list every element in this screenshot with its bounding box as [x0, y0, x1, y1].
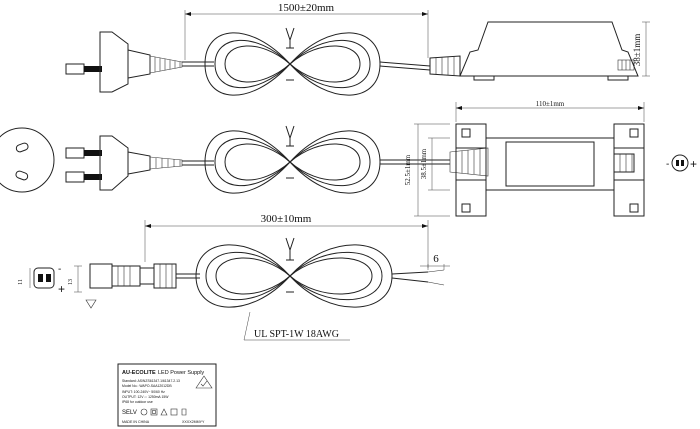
plug-body-top	[99, 135, 129, 191]
label-selv: SELV	[122, 410, 137, 416]
dc-plus-label: +	[58, 282, 65, 296]
output-cable-length-dimension: 300±10mm	[261, 213, 312, 225]
output-cable-view: 11 - + 13	[18, 213, 450, 341]
cable-coil-bottom	[195, 237, 393, 308]
certification-mark-icon	[195, 375, 213, 389]
symbol-transformer-icon	[170, 408, 178, 416]
middle-top-view: 110±1mm 52.5±1mm 38.5±1mm - +	[0, 100, 697, 217]
plug-pin	[84, 66, 102, 72]
plug-body	[99, 31, 129, 93]
symbol-warning-icon	[160, 408, 168, 416]
connector-dia-dimension: 11	[18, 279, 24, 285]
cable-coil-top	[204, 27, 381, 96]
connector-length-dimension: 13	[68, 279, 74, 285]
label-brand: AU-ECOLITE	[122, 370, 156, 376]
housing-width-inner-dimension: 38.5±1mm	[420, 148, 428, 179]
housing-length-dimension: 110±1mm	[536, 100, 565, 108]
housing-height-dimension: 38±1mm	[632, 34, 642, 66]
label-line3: INPUT: 100-240V~ 50/60 Hz	[122, 390, 165, 394]
housing-side-profile	[459, 21, 639, 77]
dc-minus-label: -	[58, 264, 61, 275]
housing-top-view	[455, 123, 645, 217]
label-line1: Standard: AS/NZS61347.1/61347.2.13	[122, 379, 180, 383]
polarity-minus-label: -	[666, 159, 669, 170]
label-product: LED Power Supply	[158, 370, 204, 376]
symbol-f-icon	[140, 408, 148, 416]
cable-length-dimension: 1500±20mm	[278, 2, 335, 14]
polarity-plus-label: +	[690, 157, 697, 171]
cable-spec-label: UL SPT-1W 18AWG	[254, 329, 339, 340]
top-side-view: 1500±20mm 38±1mm	[65, 2, 650, 96]
strip-length-dimension: 6	[433, 253, 439, 265]
cable-coil-middle	[204, 125, 381, 194]
label-line2: Model No.: WAPO-SAA12012DB	[122, 384, 172, 388]
output-connector-face-icon	[671, 154, 689, 172]
label-line4: OUTPUT: 12V ⎓ 1250mA 15W	[122, 395, 169, 399]
symbol-bin-icon	[181, 408, 187, 416]
symbol-class2-icon	[150, 408, 158, 416]
label-line5: IP68 for outdoor use	[122, 400, 153, 404]
plug-pin-earth	[65, 63, 85, 75]
label-made-in: MADE IN CHINA	[122, 420, 150, 424]
housing-width-outer-dimension: 52.5±1mm	[404, 154, 412, 185]
product-label: AU-ECOLITE LED Power Supply Standard: AS…	[117, 363, 217, 427]
dc-connector-face-icon	[33, 267, 55, 289]
plug-face-icon	[0, 127, 55, 193]
label-date-code: XXXX2MMYY	[182, 420, 205, 424]
